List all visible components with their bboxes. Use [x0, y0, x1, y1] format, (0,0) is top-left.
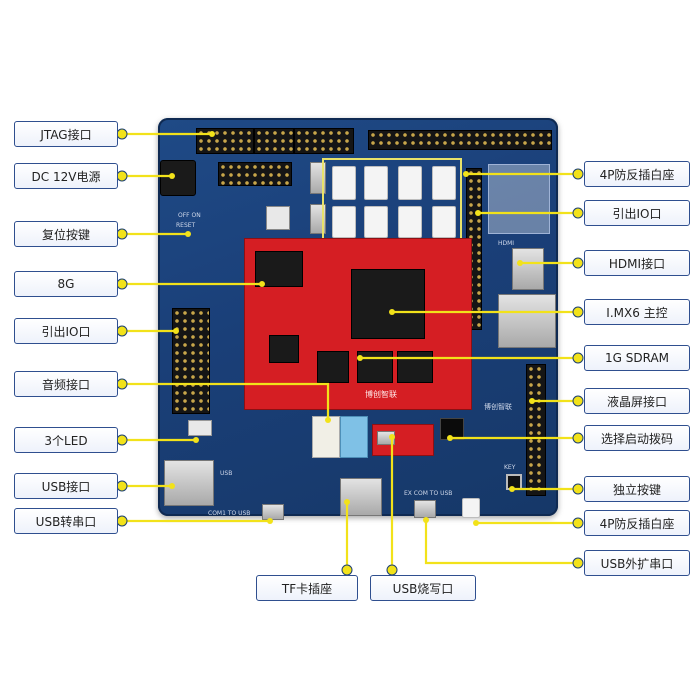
white-connector — [432, 166, 456, 200]
label-usb-serial: USB转串口 — [14, 508, 118, 534]
pmic-chip — [269, 335, 299, 363]
white-connector — [364, 206, 388, 238]
sdram-chip — [397, 351, 433, 383]
label-dc12v: DC 12V电源 — [14, 163, 118, 189]
io-header-top — [368, 130, 552, 150]
dc-jack — [160, 160, 196, 196]
silk-usb: USB — [220, 470, 233, 477]
label-tf-slot: TF卡插座 — [256, 575, 358, 601]
imx6-chip — [351, 269, 425, 339]
audio-jack-white — [312, 416, 340, 458]
silk-core-brand: 博创智联 — [365, 390, 397, 399]
label-io-left: 引出IO口 — [14, 318, 118, 344]
usb-burn-board — [372, 424, 434, 456]
white-connector — [432, 206, 456, 238]
jtag-header — [196, 128, 254, 154]
silk-brand: 博创智联 — [484, 403, 512, 411]
silk-excom: EX COM TO USB — [404, 490, 453, 497]
label-reset-key: 复位按键 — [14, 221, 118, 247]
white-connector — [364, 166, 388, 200]
io-header-left — [172, 308, 210, 414]
header-top-4 — [218, 162, 292, 186]
label-emmc-8g: 8G — [14, 271, 118, 297]
white-connector — [332, 206, 356, 238]
board-pcb: HDMI OFF ON RESET USB COM1 TO USB EX COM… — [158, 118, 558, 520]
label-4p-bottom: 4P防反插白座 — [584, 510, 690, 536]
white-connector — [398, 166, 422, 200]
label-led3: 3个LED — [14, 427, 118, 453]
core-module: 博创智联 — [244, 238, 472, 410]
usb-port — [164, 460, 214, 506]
white-connector-bottom — [462, 498, 480, 518]
usb-serial-port — [262, 504, 284, 520]
lcd-header — [526, 364, 546, 496]
label-boot-dip: 选择启动拨码 — [584, 425, 690, 451]
led-row — [188, 420, 212, 436]
label-sdram: 1G SDRAM — [584, 345, 690, 371]
silk-com1: COM1 TO USB — [208, 510, 251, 517]
ethernet-port — [498, 294, 556, 348]
audio-jack-blue — [340, 416, 368, 458]
sdram-chip — [317, 351, 349, 383]
white-connector — [332, 166, 356, 200]
header-top-2 — [254, 128, 294, 154]
white-connector-right — [488, 164, 550, 234]
dip-switch-left — [266, 206, 290, 230]
label-imx6: I.MX6 主控 — [584, 299, 690, 325]
white-connector — [398, 206, 422, 238]
silk-hdmi: HDMI — [498, 240, 515, 247]
hdmi-port — [512, 248, 544, 290]
label-jtag: JTAG接口 — [14, 121, 118, 147]
label-usb-burn: USB烧写口 — [370, 575, 476, 601]
emmc-chip — [255, 251, 303, 287]
silk-on-off: OFF ON — [178, 212, 201, 219]
label-audio: 音频接口 — [14, 371, 118, 397]
header-top-3 — [294, 128, 354, 154]
label-4p-top: 4P防反插白座 — [584, 161, 690, 187]
label-hdmi: HDMI接口 — [584, 250, 690, 276]
label-key: 独立按键 — [584, 476, 690, 502]
sdram-chip — [357, 351, 393, 383]
label-lcd: 液晶屏接口 — [584, 388, 690, 414]
silk-key: KEY — [504, 464, 516, 471]
silk-reset: RESET — [176, 222, 196, 229]
label-io-right: 引出IO口 — [584, 200, 690, 226]
label-usb-ext-serial: USB外扩串口 — [584, 550, 690, 576]
label-usb: USB接口 — [14, 473, 118, 499]
